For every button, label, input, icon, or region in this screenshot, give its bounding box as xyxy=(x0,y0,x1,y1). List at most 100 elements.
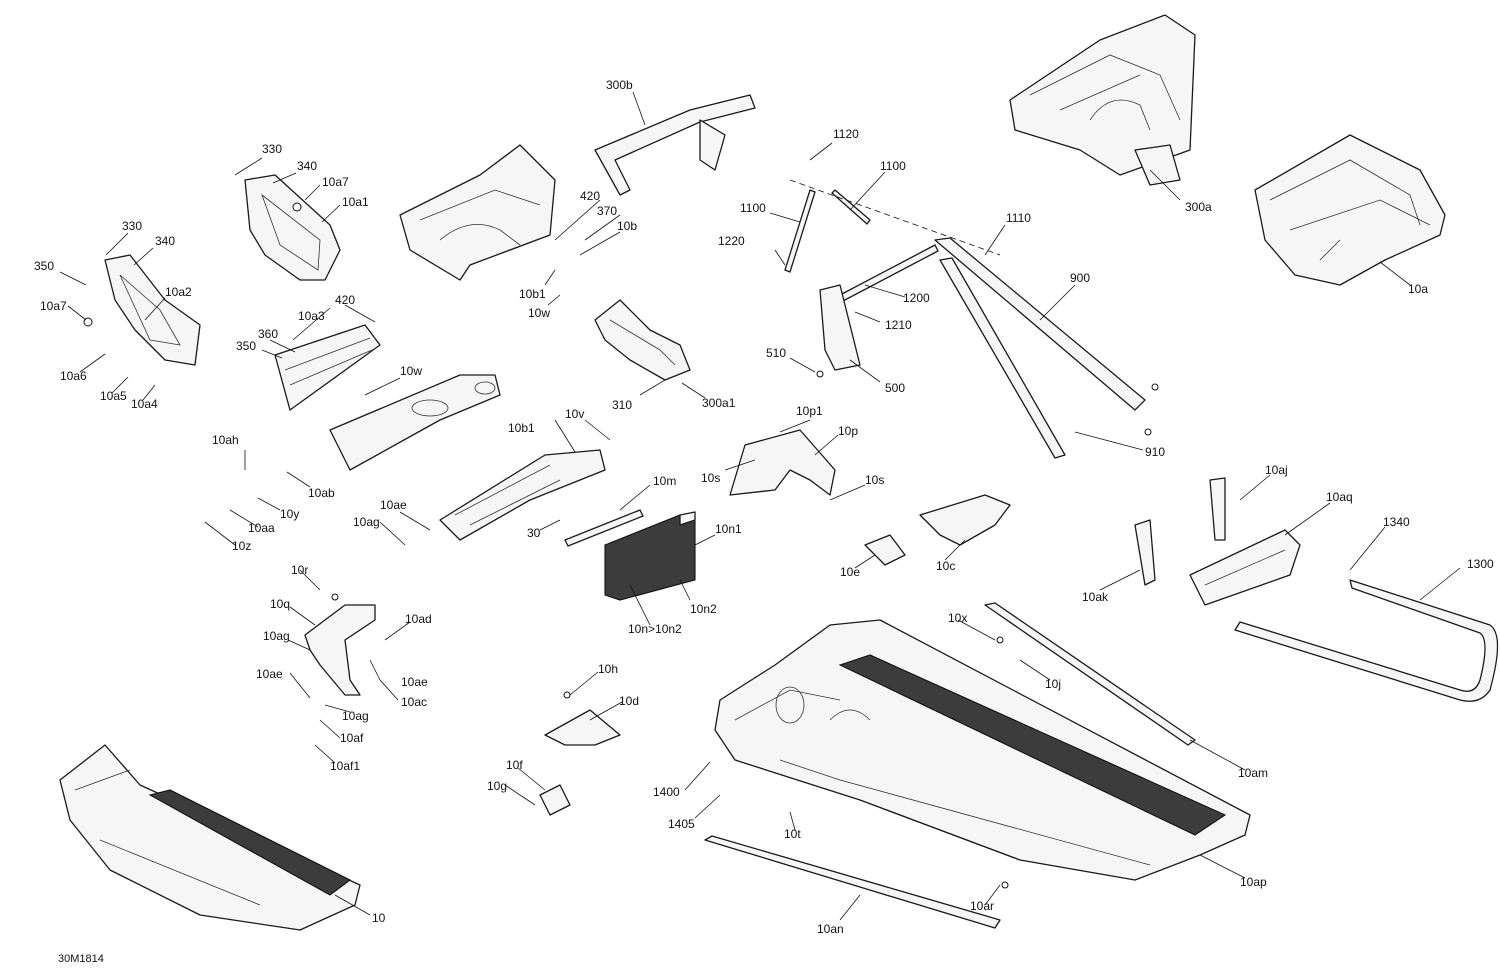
callout-10c: 10c xyxy=(936,559,955,573)
callout-10a: 10a xyxy=(1408,282,1428,296)
casting-310-300a1 xyxy=(594,299,691,381)
callout-330: 330 xyxy=(122,219,142,233)
callout-10a7: 10a7 xyxy=(322,175,349,189)
callout-10n2: 10n2 xyxy=(690,602,717,616)
callout-10j: 10j xyxy=(1045,677,1061,691)
callout-370: 370 xyxy=(597,204,617,218)
callout-10p: 10p xyxy=(838,424,858,438)
callout-1200: 1200 xyxy=(903,291,930,305)
callout-10b1: 10b1 xyxy=(508,421,535,435)
tunnel-assembly-large xyxy=(714,619,1251,881)
callout-350: 350 xyxy=(34,259,54,273)
callout-10ag: 10ag xyxy=(342,709,369,723)
callout-1340: 1340 xyxy=(1383,515,1410,529)
callout-10v: 10v xyxy=(565,407,584,421)
callout-10a4: 10a4 xyxy=(131,397,158,411)
callout-10w: 10w xyxy=(528,306,550,320)
callout-10f: 10f xyxy=(506,758,523,772)
callout-30: 30 xyxy=(527,526,541,540)
callout-10b: 10b xyxy=(617,219,637,233)
callout-10y: 10y xyxy=(280,507,299,521)
callout-10x: 10x xyxy=(948,611,967,625)
callout-10an: 10an xyxy=(817,922,844,936)
side-panel-10a1 xyxy=(244,174,341,281)
callout-10ae: 10ae xyxy=(401,675,428,689)
plate-10w xyxy=(329,374,501,471)
side-panel-10a2 xyxy=(104,254,201,366)
callout-10ah: 10ah xyxy=(212,433,239,447)
callout-10a7: 10a7 xyxy=(40,299,67,313)
callout-10s: 10s xyxy=(865,473,884,487)
callout-10m: 10m xyxy=(653,474,676,488)
rail-10an xyxy=(704,835,1001,929)
callout-300a1: 300a1 xyxy=(702,396,736,410)
plate-10aj xyxy=(1209,477,1226,541)
callout-10n1: 10n1 xyxy=(715,522,742,536)
tunnel-plate-10b1 xyxy=(439,449,606,541)
hardware-bolts xyxy=(83,202,1159,889)
callout-310: 310 xyxy=(612,398,632,412)
axis-line xyxy=(789,179,1001,256)
callout-10ac: 10ac xyxy=(401,695,427,709)
callout-1100: 1100 xyxy=(880,159,906,173)
callout-10e: 10e xyxy=(840,565,860,579)
callout-1400: 1400 xyxy=(653,785,680,799)
plate-10a3 xyxy=(274,324,381,411)
callout-10ae: 10ae xyxy=(380,498,407,512)
callout-10aj: 10aj xyxy=(1265,463,1288,477)
bracket-10c xyxy=(919,494,1011,546)
callout-300b: 300b xyxy=(606,78,633,92)
callout-10t: 10t xyxy=(784,827,801,841)
callout-10g: 10g xyxy=(487,779,507,793)
callout-1220: 1220 xyxy=(718,234,745,248)
callout-10a3: 10a3 xyxy=(298,309,325,323)
callout-360: 360 xyxy=(258,327,278,341)
rail-10am xyxy=(984,602,1196,746)
tunnel-assembly-small xyxy=(59,744,361,931)
callout-10n-range: 10n>10n2 xyxy=(628,622,682,636)
callout-10: 10 xyxy=(372,911,386,925)
callout-10ab: 10ab xyxy=(308,486,335,500)
callout-10w: 10w xyxy=(400,364,422,378)
callout-10s: 10s xyxy=(701,471,720,485)
rear-plate-10aq xyxy=(1189,529,1301,606)
callout-10af: 10af xyxy=(340,731,364,745)
callout-10q: 10q xyxy=(270,597,290,611)
linkage-rods xyxy=(784,189,1146,459)
callout-300a: 300a xyxy=(1185,200,1212,214)
callout-10a2: 10a2 xyxy=(165,285,192,299)
callout-10a1: 10a1 xyxy=(342,195,369,209)
callout-10p1: 10p1 xyxy=(796,404,823,418)
callout-10ar: 10ar xyxy=(970,899,994,913)
callout-500: 500 xyxy=(885,381,905,395)
callout-1100: 1100 xyxy=(740,201,766,215)
callout-10ak: 10ak xyxy=(1082,590,1109,604)
callout-510: 510 xyxy=(766,346,786,360)
bracket-10q xyxy=(304,604,376,696)
figure-code: 30M1814 xyxy=(58,953,104,965)
callout-1210: 1210 xyxy=(885,318,912,332)
heat-exchanger-10n xyxy=(604,511,696,601)
upper-bar-300b xyxy=(594,94,756,196)
callout-10z: 10z xyxy=(232,539,251,553)
callout-10ag: 10ag xyxy=(263,629,290,643)
callout-1405: 1405 xyxy=(668,817,695,831)
callout-340: 340 xyxy=(297,159,317,173)
callout-10aa: 10aa xyxy=(248,521,275,535)
callout-10ap: 10ap xyxy=(1240,875,1267,889)
rod-10m xyxy=(564,509,644,547)
callout-10b1: 10b1 xyxy=(519,287,546,301)
callout-10ad: 10ad xyxy=(405,612,432,626)
front-frame-10a xyxy=(1254,134,1446,286)
callout-10aq: 10aq xyxy=(1326,490,1353,504)
bracket-10d xyxy=(544,709,621,746)
clip-10f xyxy=(539,784,571,816)
callout-340: 340 xyxy=(155,234,175,248)
callout-330: 330 xyxy=(262,142,282,156)
callout-420: 420 xyxy=(335,293,355,307)
callout-1300: 1300 xyxy=(1467,557,1494,571)
callout-420: 420 xyxy=(580,189,600,203)
callout-10a6: 10a6 xyxy=(60,369,87,383)
callout-10d: 10d xyxy=(619,694,639,708)
